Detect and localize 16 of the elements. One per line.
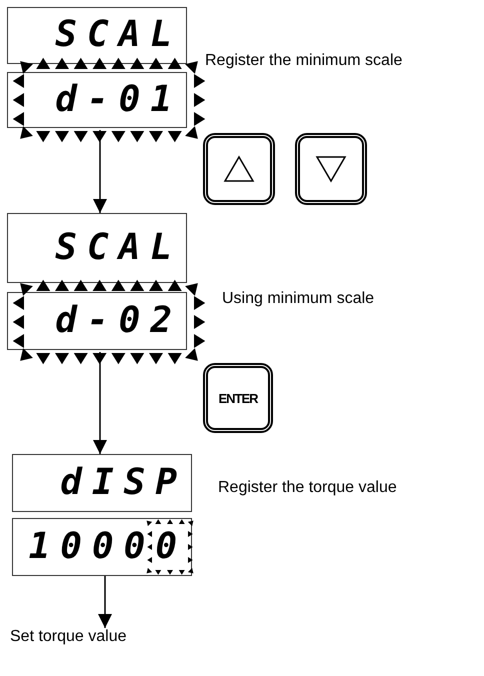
lcd-display: 10000 [12,518,192,576]
lcd-display: dISP [12,454,192,512]
lcd-display: SCAL [7,7,187,64]
step-caption: Using minimum scale [222,290,374,308]
enter-key: ENTER [203,363,273,433]
lcd-display: d-01 [7,72,187,128]
lcd-display: d-02 [7,292,187,350]
lcd-display: SCAL [7,213,187,283]
arrow [98,576,112,628]
up-key [203,133,275,205]
step-caption: Register the minimum scale [205,52,402,70]
arrow [93,130,107,213]
step-caption: Register the torque value [218,479,397,497]
result-text: Set torque value [10,628,127,646]
arrow [93,352,107,454]
down-key [295,133,367,205]
